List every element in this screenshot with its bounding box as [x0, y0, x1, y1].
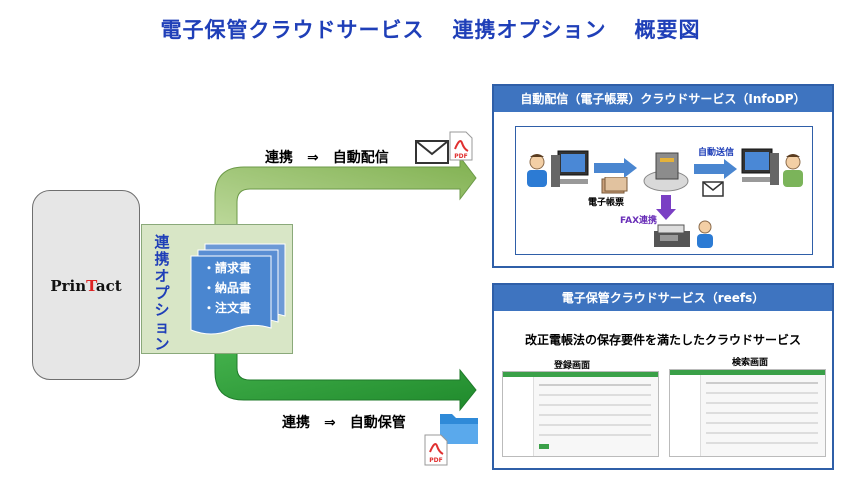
- vertical-char: オ: [154, 267, 170, 285]
- title-part-1: 電子保管クラウドサービス: [160, 18, 425, 42]
- title-part-2: 連携オプション: [452, 18, 607, 42]
- search-screen-thumbnail: [669, 369, 826, 457]
- vertical-char: シ: [154, 301, 170, 319]
- person-icon: [527, 154, 547, 187]
- page-title: 電子保管クラウドサービス 連携オプション 概要図: [0, 14, 861, 44]
- vertical-char: ョ: [154, 318, 170, 336]
- svg-text:PDF: PDF: [429, 457, 442, 464]
- document-item: ・請求書: [203, 261, 252, 275]
- infodp-panel: 自動配信（電子帳票）クラウドサービス（InfoDP） 電子帳票: [492, 84, 834, 268]
- vertical-char: 携: [154, 250, 170, 268]
- screen2-label: 検索画面: [732, 358, 769, 368]
- mail-icon: [415, 140, 449, 164]
- send-label: 自動送信: [698, 148, 735, 158]
- title-part-3: 概要図: [634, 18, 701, 42]
- reefs-panel: 電子保管クラウドサービス（reefs） 改正電帳法の保存要件を満たしたクラウドサ…: [492, 283, 834, 470]
- document-stack-icon: [601, 177, 628, 194]
- vertical-char: プ: [154, 284, 170, 302]
- person-icon: [783, 154, 803, 187]
- infodp-header: 自動配信（電子帳票）クラウドサービス（InfoDP）: [494, 86, 832, 112]
- doc-label: 電子帳票: [588, 198, 625, 208]
- screen1-label: 登録画面: [554, 361, 591, 371]
- vertical-char: ン: [154, 335, 170, 353]
- document-item: ・注文書: [203, 301, 252, 315]
- pdf-icon: PDF: [424, 434, 448, 466]
- printact-logo: PrinTact: [50, 277, 122, 295]
- register-screen-thumbnail: [502, 371, 659, 457]
- reefs-header: 電子保管クラウドサービス（reefs）: [494, 285, 832, 311]
- person-icon: [697, 220, 713, 248]
- option-vertical-label: 連携オプション: [151, 234, 173, 353]
- fax-label: FAX連携: [620, 216, 658, 226]
- flow-arrow: [594, 158, 637, 178]
- fax-arrow: [656, 195, 676, 220]
- top-arrow-label: 連携 ⇒ 自動配信: [265, 150, 389, 166]
- folder-icon: [440, 414, 478, 444]
- vertical-char: 連: [154, 233, 170, 251]
- computer-icon: [551, 150, 589, 187]
- bottom-arrow-label: 連携 ⇒ 自動保管: [282, 415, 406, 431]
- server-icon: [643, 152, 689, 192]
- bottom-arrow: [214, 351, 477, 412]
- infodp-flow-box: 電子帳票 FAX連携 自動送信: [515, 126, 813, 255]
- printact-box: PrinTact: [32, 190, 140, 380]
- reefs-subtitle: 改正電帳法の保存要件を満たしたクラウドサービス: [524, 333, 801, 347]
- document-stack-icon: [190, 243, 286, 335]
- fax-icon: [654, 224, 690, 247]
- computer-icon: [741, 148, 779, 185]
- pdf-icon: PDF: [449, 131, 473, 161]
- document-item: ・納品書: [203, 281, 252, 295]
- svg-text:PDF: PDF: [454, 153, 467, 160]
- flow-arrow: [694, 159, 737, 179]
- top-arrow: [214, 155, 477, 227]
- document-list: ・請求書 ・納品書 ・注文書: [203, 258, 251, 318]
- mail-icon: [702, 181, 724, 197]
